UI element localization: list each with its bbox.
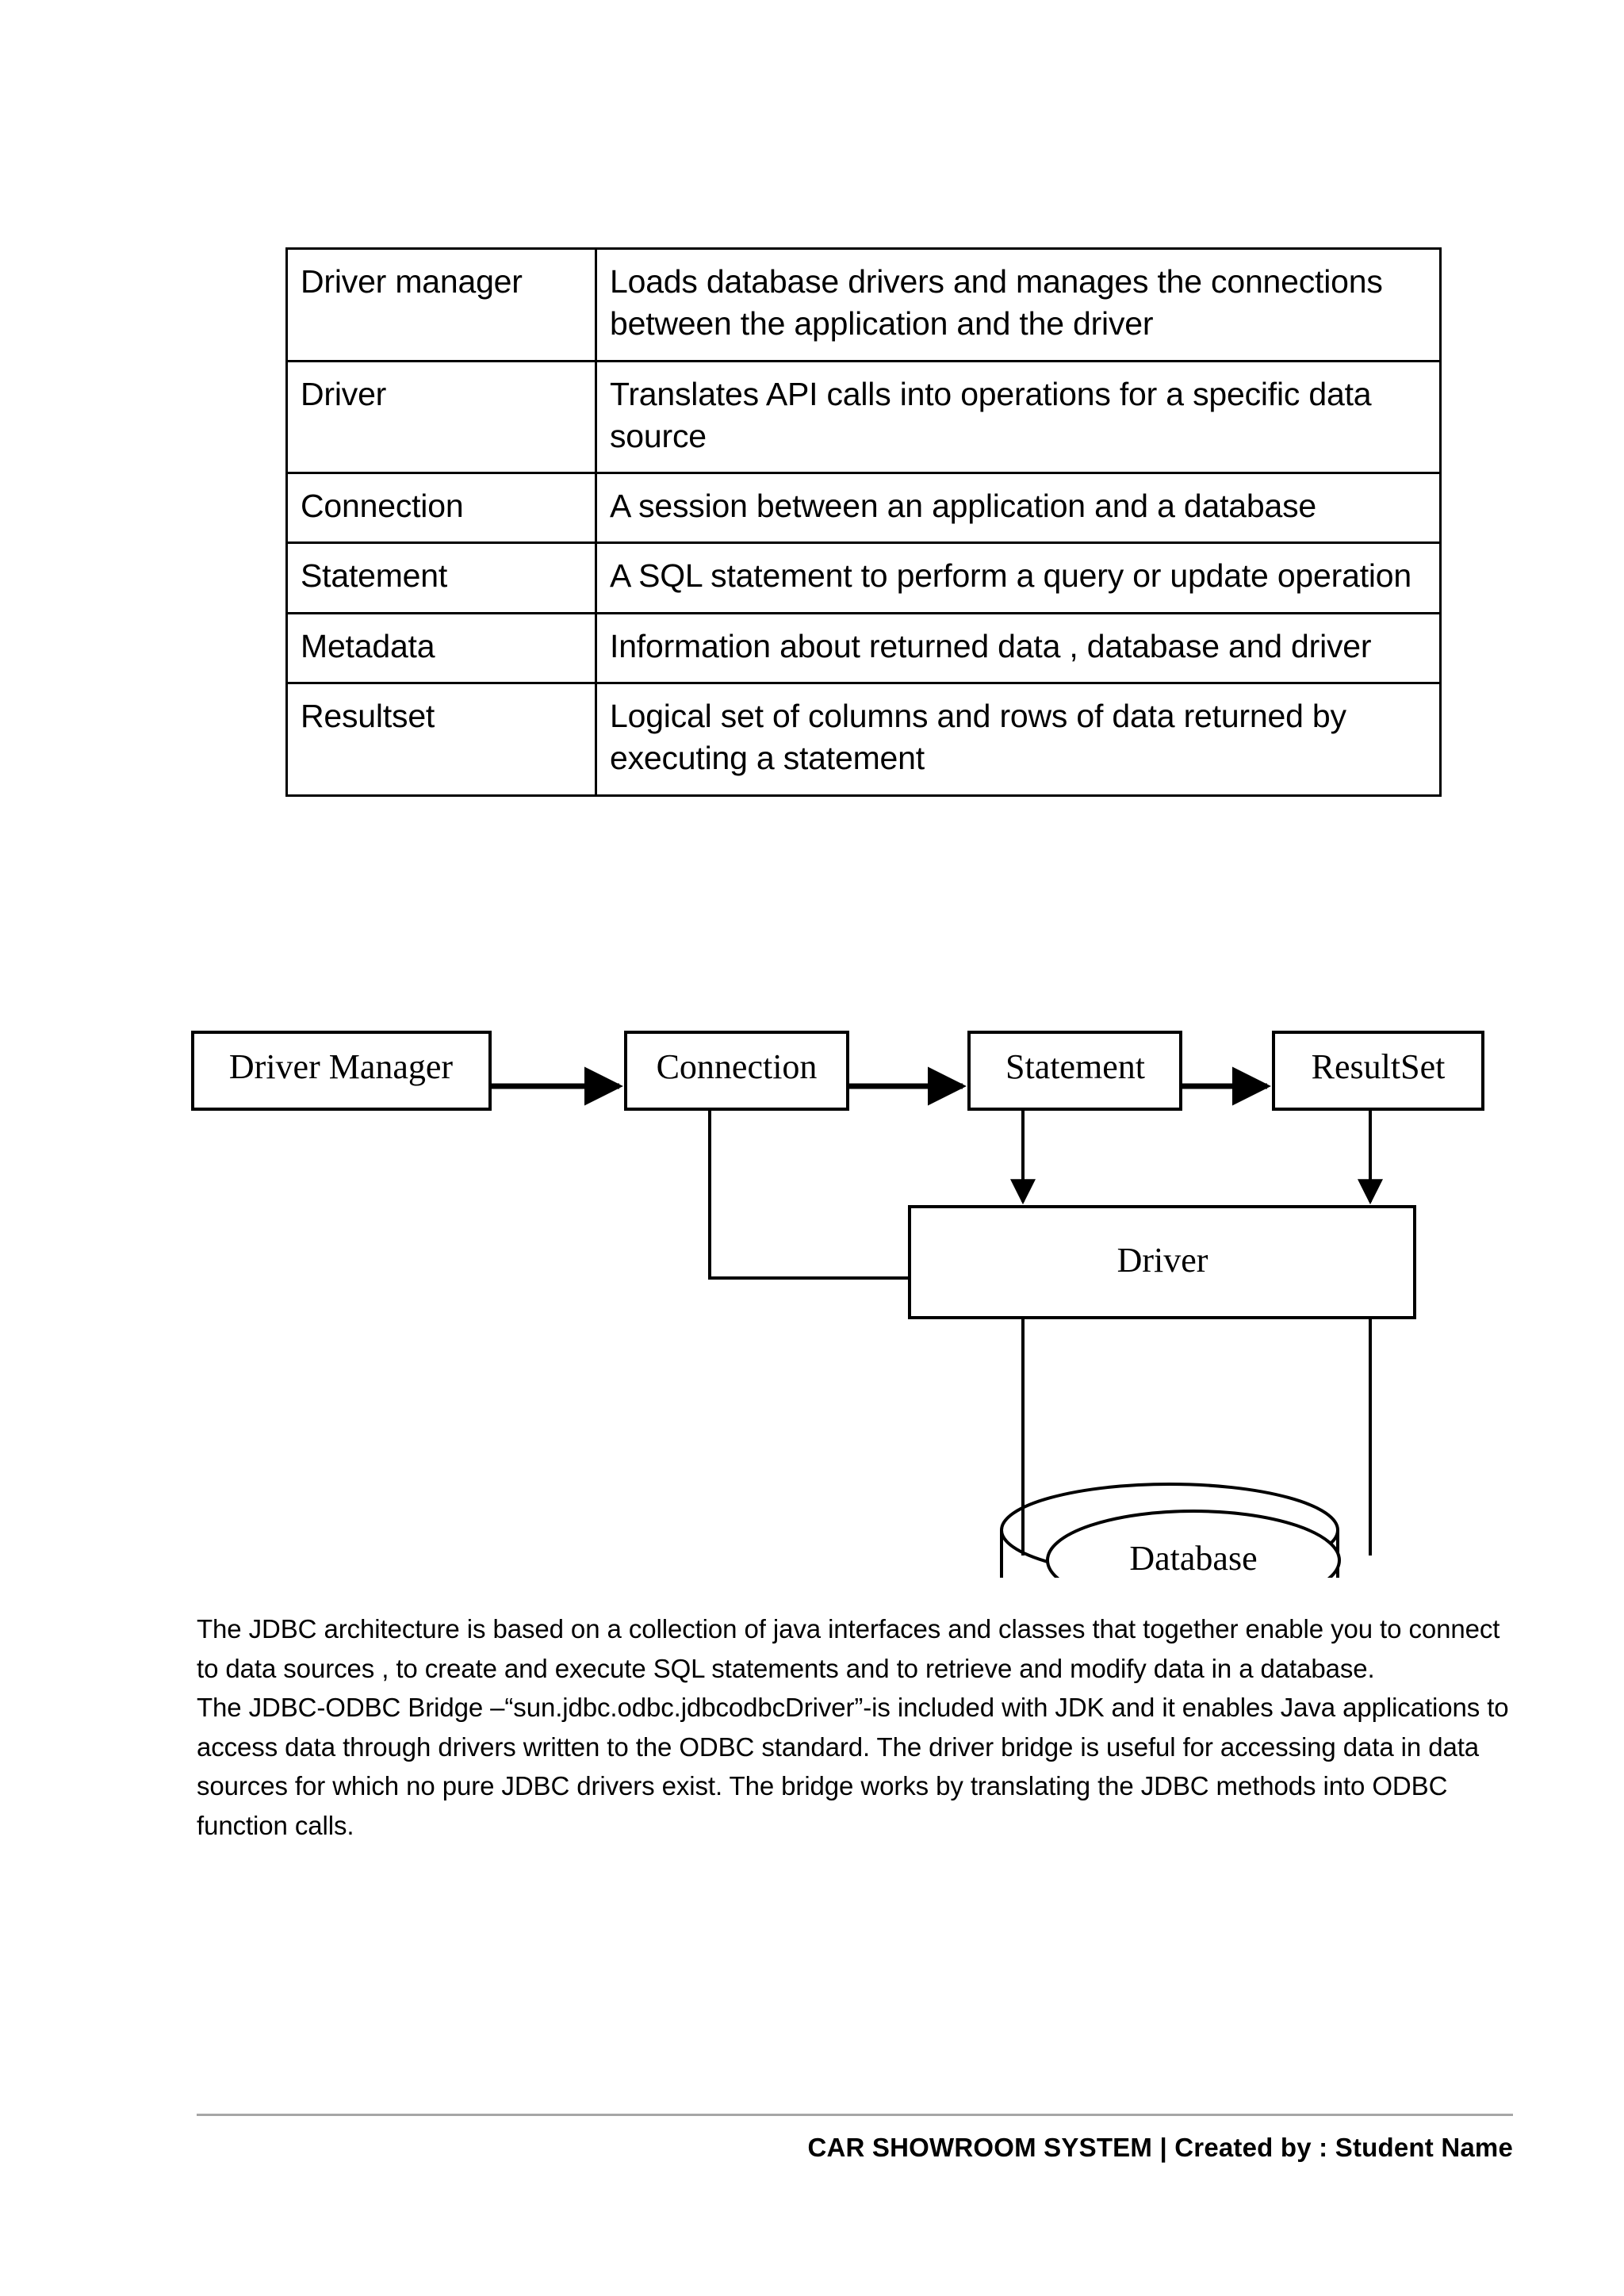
diagram-node-label: Driver [1117, 1241, 1208, 1280]
table-cell-description: Translates API calls into operations for… [595, 359, 1442, 475]
diagram-node-resultset: ResultSet [1272, 1031, 1484, 1111]
diagram-node-label: ResultSet [1312, 1047, 1446, 1086]
table-cell-term: Resultset [285, 682, 597, 797]
jdbc-architecture-diagram: Driver Manager Connection Statement Resu… [0, 975, 1624, 1578]
paragraph-jdbc-architecture: The JDBC architecture is based on a coll… [197, 1614, 1500, 1683]
table-cell-term: Driver manager [285, 247, 597, 362]
table-cell-description: A session between an application and a d… [595, 472, 1442, 545]
footer-divider [197, 2114, 1513, 2116]
diagram-node-connection: Connection [624, 1031, 849, 1111]
diagram-node-statement: Statement [967, 1031, 1182, 1111]
diagram-node-driver-manager: Driver Manager [191, 1031, 492, 1111]
paragraph-jdbc-odbc-bridge: The JDBC-ODBC Bridge –“sun.jdbc.odbc.jdb… [197, 1693, 1509, 1840]
table-cell-term: Statement [285, 541, 597, 614]
table-cell-term: Connection [285, 472, 597, 545]
diagram-node-driver: Driver [908, 1205, 1416, 1319]
jdbc-terms-table: Driver manager Loads database drivers an… [285, 247, 1442, 797]
table-cell-description: Logical set of columns and rows of data … [595, 682, 1442, 797]
footer-label: CAR SHOWROOM SYSTEM | Created by : Stude… [807, 2133, 1513, 2162]
table-cell-description: Information about returned data , databa… [595, 611, 1442, 685]
table-cell-term: Driver [285, 359, 597, 475]
table-cell-description: Loads database drivers and manages the c… [595, 247, 1442, 362]
table-row: Driver Translates API calls into operati… [285, 359, 1442, 475]
table-row: Resultset Logical set of columns and row… [285, 682, 1442, 797]
diagram-edge-connection-to-driver [708, 1109, 910, 1280]
table-cell-description: A SQL statement to perform a query or up… [595, 541, 1442, 614]
diagram-node-database: Database [1000, 1483, 1341, 1578]
diagram-node-label: Database [1129, 1539, 1257, 1578]
table-cell-term: Metadata [285, 611, 597, 685]
body-paragraphs: The JDBC architecture is based on a coll… [197, 1609, 1513, 1845]
diagram-node-label: Driver Manager [229, 1047, 454, 1086]
table-row: Driver manager Loads database drivers an… [285, 247, 1442, 362]
diagram-node-label: Connection [657, 1047, 818, 1086]
table-row: Connection A session between an applicat… [285, 472, 1442, 545]
diagram-node-label: Statement [1005, 1047, 1145, 1086]
table-row: Statement A SQL statement to perform a q… [285, 541, 1442, 614]
table-row: Metadata Information about returned data… [285, 611, 1442, 685]
